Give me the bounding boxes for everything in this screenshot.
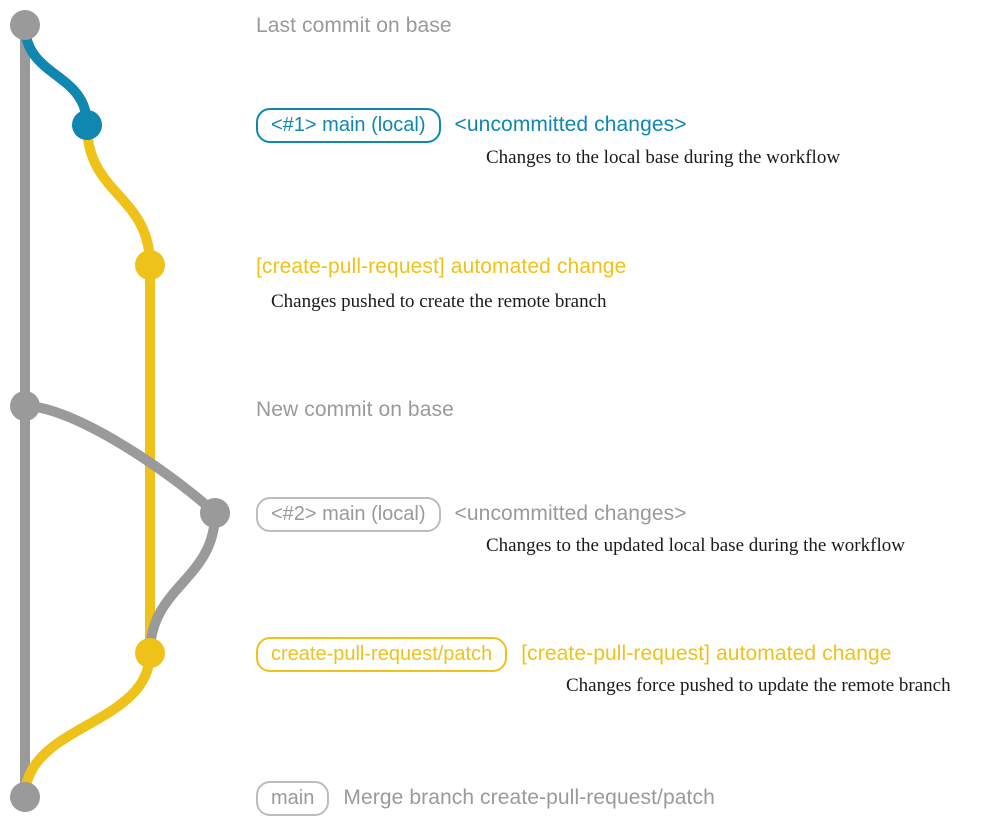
commit-subject: Merge branch create-pull-request/patch [343, 786, 715, 809]
commit-dot-patch-1 [135, 250, 165, 280]
commit-dot-local-1 [72, 110, 102, 140]
commit-subject: New commit on base [256, 398, 454, 421]
edge-base1-to-local1 [20, 20, 92, 130]
commit-subject: <uncommitted changes> [454, 113, 687, 136]
branch-pill-patch[interactable]: create-pull-request/patch [256, 637, 508, 672]
commit-dot-base-1 [10, 10, 40, 40]
commit-dots [10, 10, 230, 812]
commit-note-patch-2: Changes force pushed to update the remot… [566, 675, 951, 696]
edge-base2-to-local2 [20, 401, 220, 518]
edge-local1-to-patch1 [82, 120, 155, 270]
edge-local2-to-patch2 [145, 508, 220, 658]
commit-note-patch-1: Changes pushed to create the remote bran… [271, 291, 607, 312]
branch-pill-local-1[interactable]: <#1> main (local) [256, 108, 441, 143]
commit-note-local-2: Changes to the updated local base during… [486, 535, 905, 556]
branch-pill-local-2[interactable]: <#2> main (local) [256, 497, 441, 532]
commit-subject: [create-pull-request] automated change [256, 255, 627, 278]
commit-dot-patch-2 [135, 638, 165, 668]
commit-subject: [create-pull-request] automated change [521, 642, 892, 665]
row-patch-1: [create-pull-request] automated change [256, 256, 626, 277]
commit-dot-base-2 [10, 391, 40, 421]
row-local-2: <#2> main (local) <uncommitted changes> [256, 497, 687, 532]
commit-subject: <uncommitted changes> [454, 502, 687, 525]
row-patch-2: create-pull-request/patch [create-pull-r… [256, 637, 892, 672]
row-new-commit-on-base: New commit on base [256, 398, 454, 422]
branch-pill-main[interactable]: main [256, 781, 330, 816]
commit-dot-local-2 [200, 498, 230, 528]
row-local-1: <#1> main (local) <uncommitted changes> [256, 108, 687, 143]
edge-patch2-to-merge [20, 648, 155, 802]
commit-note-local-1: Changes to the local base during the wor… [486, 147, 841, 168]
row-merge: main Merge branch create-pull-request/pa… [256, 781, 715, 816]
row-last-commit-on-base: Last commit on base [256, 14, 452, 38]
commit-subject: Last commit on base [256, 14, 452, 37]
commit-dot-merge [10, 782, 40, 812]
